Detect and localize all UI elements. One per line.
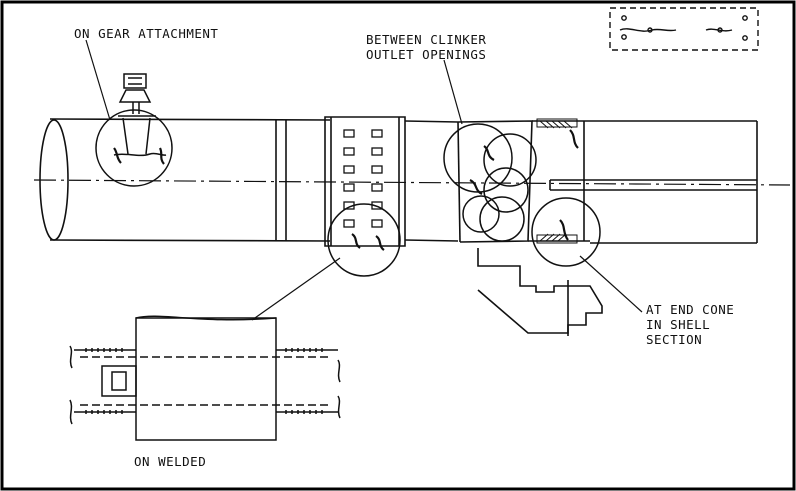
- leader-lines: [85, 39, 643, 321]
- label-endcone-line1: AT END CONE: [646, 302, 734, 317]
- welded-detail-inset: [69, 315, 341, 441]
- kiln-shell: [39, 116, 758, 336]
- kiln-centerline: [33, 179, 791, 186]
- label-endcone-line3: SECTION: [646, 332, 702, 347]
- hatched-zones: [536, 118, 578, 244]
- detail-circles: [95, 109, 601, 277]
- tire-bolts: [343, 129, 383, 228]
- gear-attachment: [113, 73, 167, 157]
- crack-marks: [113, 129, 579, 251]
- label-welded: ON WELDED: [134, 454, 206, 469]
- legend-symbol-box: [609, 7, 759, 51]
- label-clinker-line2: OUTLET OPENINGS: [366, 47, 486, 62]
- label-clinker-line1: BETWEEN CLINKER: [366, 32, 486, 47]
- label-endcone-line2: IN SHELL: [646, 317, 710, 332]
- label-gear-attachment: ON GEAR ATTACHMENT: [74, 26, 218, 41]
